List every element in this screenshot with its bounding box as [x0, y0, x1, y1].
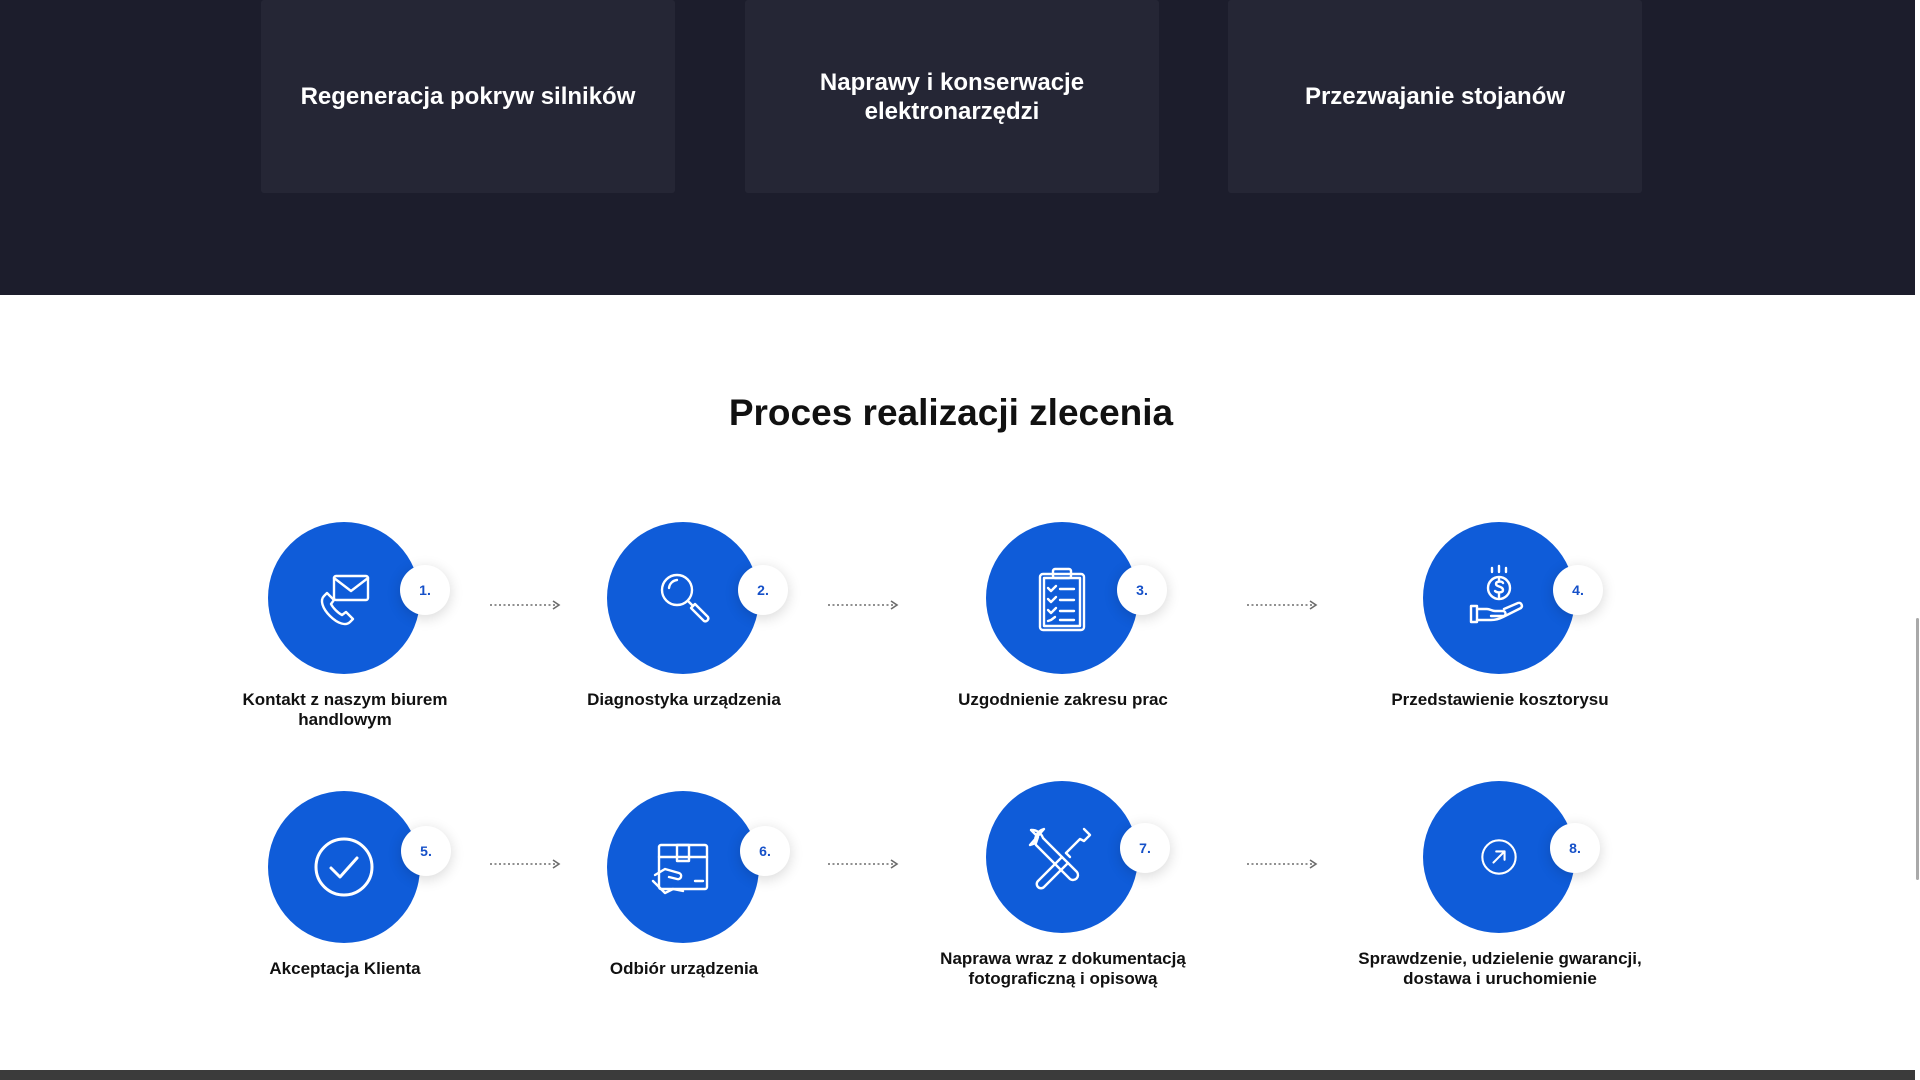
- arrow-circle-icon: [1423, 781, 1575, 933]
- magnifier-icon: [607, 522, 759, 674]
- scrollbar-thumb[interactable]: [1916, 618, 1919, 880]
- step-number-badge: 5.: [401, 826, 451, 876]
- step-label: Diagnostyka urządzenia: [587, 690, 781, 709]
- dotted-arrow-icon: [490, 600, 561, 610]
- step-label: Sprawdzenie, udzielenie gwarancji, dosta…: [1358, 949, 1642, 988]
- step-label: Uzgodnienie zakresu prac: [958, 690, 1168, 709]
- dotted-arrow-icon: [1247, 859, 1318, 869]
- dotted-arrow-icon: [828, 859, 899, 869]
- step-label: Kontakt z naszym biurem handlowym: [242, 690, 448, 729]
- scrollbar-track[interactable]: [1915, 0, 1920, 1080]
- process-title: Proces realizacji zlecenia: [728, 392, 1174, 433]
- service-card-title: Przezwajanie stojanów: [1304, 83, 1566, 110]
- step-label: Naprawa wraz z dokumentacją fotograficzn…: [940, 949, 1186, 988]
- service-card-power-tools[interactable]: Naprawy i konserwacje elektronarzędzi: [745, 0, 1159, 193]
- step-number-badge: 6.: [740, 826, 790, 876]
- step-number-badge: 3.: [1117, 565, 1167, 615]
- phone-envelope-icon: [268, 522, 420, 674]
- dotted-arrow-icon: [1247, 600, 1318, 610]
- next-section-edge: [0, 1070, 1915, 1080]
- hand-box-icon: [607, 791, 759, 943]
- step-label: Akceptacja Klienta: [269, 959, 421, 978]
- step-number-badge: 4.: [1553, 565, 1603, 615]
- step-number-badge: 1.: [400, 565, 450, 615]
- step-number-badge: 7.: [1120, 823, 1170, 873]
- clipboard-checklist-icon: [986, 522, 1138, 674]
- hand-coin-icon: [1423, 522, 1575, 674]
- service-card-title: Regeneracja pokryw silników: [300, 83, 636, 110]
- step-number-badge: 2.: [738, 565, 788, 615]
- check-circle-icon: [268, 791, 420, 943]
- service-card-stator-rewinding[interactable]: Przezwajanie stojanów: [1228, 0, 1642, 193]
- services-section: Regeneracja pokryw silników Naprawy i ko…: [0, 0, 1915, 295]
- step-label: Przedstawienie kosztorysu: [1391, 690, 1609, 709]
- wrench-screwdriver-icon: [986, 781, 1138, 933]
- step-number-badge: 8.: [1550, 823, 1600, 873]
- dotted-arrow-icon: [828, 600, 899, 610]
- step-label: Odbiór urządzenia: [609, 959, 759, 978]
- service-card-title: Naprawy i konserwacje elektronarzędzi: [819, 68, 1085, 125]
- dotted-arrow-icon: [490, 859, 561, 869]
- service-card-cover-regeneration[interactable]: Regeneracja pokryw silników: [261, 0, 675, 193]
